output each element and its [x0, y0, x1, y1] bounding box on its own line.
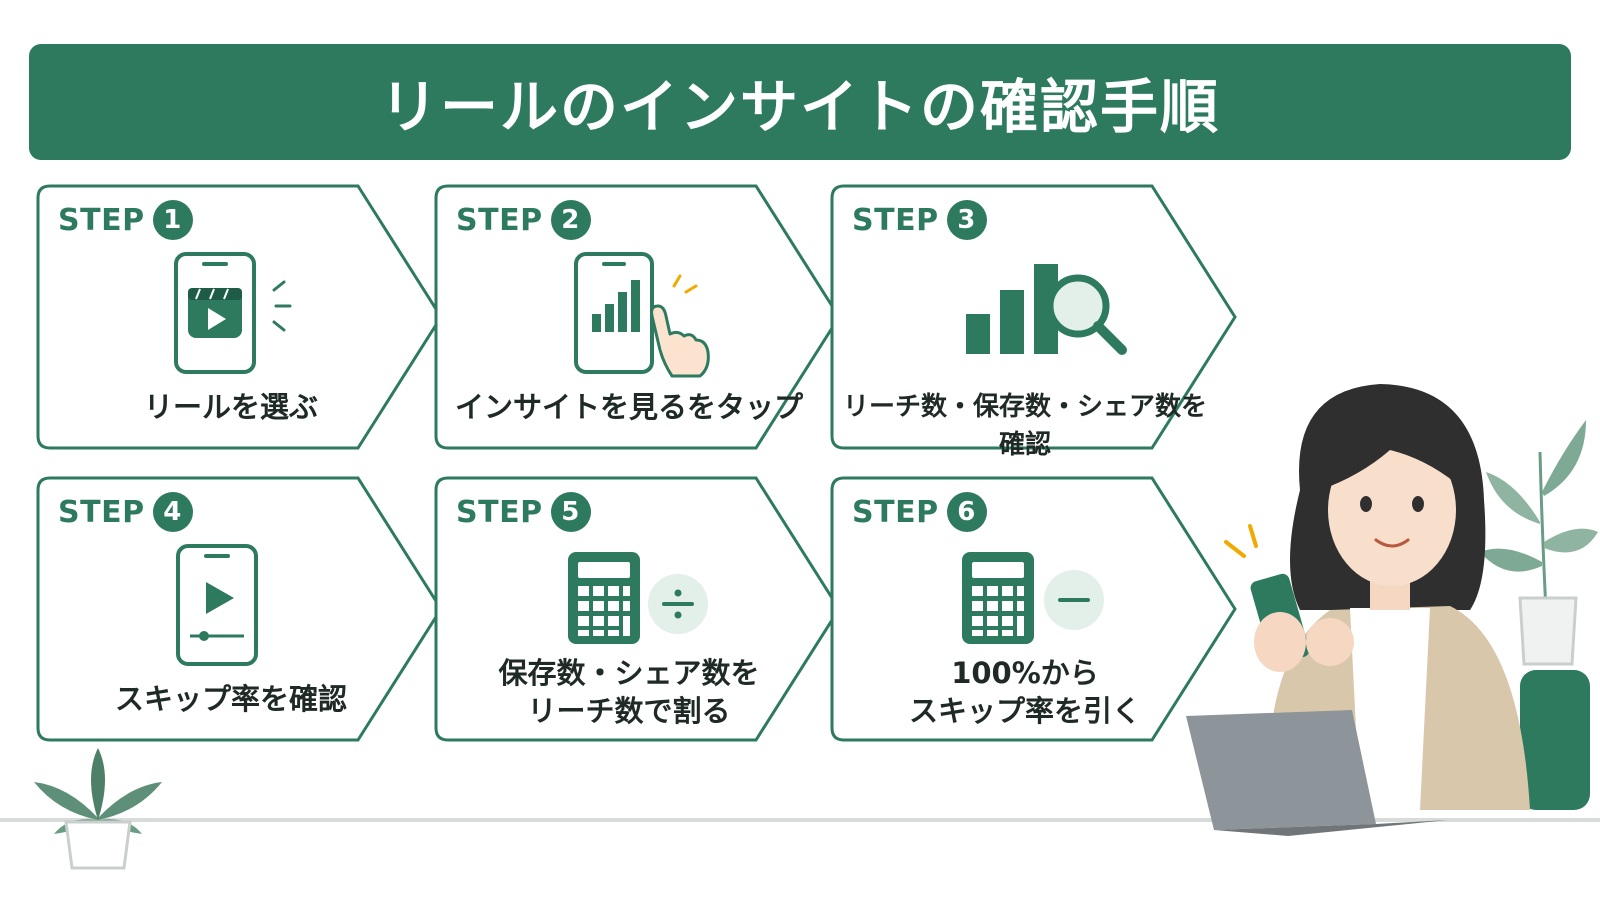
step-description-line: スキップ率を引く	[908, 694, 1141, 728]
step-number-badge: 3	[946, 200, 987, 240]
step-prefix: STEP	[456, 494, 543, 530]
step-label: STEP 3	[852, 200, 987, 240]
title-banner: リールのインサイトの確認手順	[29, 44, 1571, 160]
step-prefix: STEP	[456, 202, 543, 238]
step-label: STEP 5	[456, 492, 591, 532]
page-title: リールのインサイトの確認手順	[379, 73, 1220, 141]
step-number-badge: 5	[550, 492, 591, 532]
step-label: STEP 6	[852, 492, 987, 532]
step-description: 保存数・シェア数を リーチ数で割る	[444, 654, 814, 730]
step-description: 100%から スキップ率を引く	[840, 654, 1210, 730]
phone-reel-icon	[174, 252, 292, 374]
calculator-divide-icon	[568, 552, 708, 644]
step-card-shape	[830, 184, 1237, 450]
step-number-badge: 2	[550, 200, 591, 240]
step-description-line: インサイトを見るをタップ	[454, 390, 803, 424]
calculator-minus-icon	[962, 552, 1104, 644]
step-description: インサイトを見るをタップ	[444, 388, 814, 426]
step-label: STEP 2	[456, 200, 591, 240]
woman-with-phone-illustration	[1186, 384, 1590, 836]
step-description-line: 保存数・シェア数を	[498, 656, 760, 690]
floor-line	[0, 818, 1600, 822]
bar-chart-magnifier-icon	[966, 264, 1127, 355]
step-prefix: STEP	[852, 494, 939, 530]
step-description-line: リールを選ぶ	[143, 390, 318, 424]
step-card-2: STEP 2 インサイトを見るをタップ	[434, 184, 846, 450]
step-prefix: STEP	[58, 494, 145, 530]
step-card-3: STEP 3 リーチ数・保存数・シェア数を確認	[830, 184, 1242, 460]
step-description: リールを選ぶ	[46, 388, 416, 426]
step-prefix: STEP	[852, 202, 939, 238]
step-number-badge: 1	[152, 200, 193, 240]
step-description-line: スキップ率を確認	[114, 682, 347, 716]
step-number-badge: 4	[152, 492, 193, 532]
phone-play-icon	[176, 544, 258, 666]
step-description-line: 100%から	[951, 656, 1099, 690]
step-number-badge: 6	[946, 492, 987, 532]
step-prefix: STEP	[58, 202, 145, 238]
step-description: リーチ数・保存数・シェア数を確認	[840, 388, 1210, 464]
step-card-6: STEP 6 100%から スキップ率を引く	[830, 476, 1242, 742]
step-label: STEP 4	[58, 492, 193, 532]
phone-tap-chart-icon	[574, 252, 710, 378]
step-description: スキップ率を確認	[46, 680, 416, 718]
step-card-1: STEP 1 リールを選ぶ	[36, 184, 448, 450]
potted-plant-icon	[34, 748, 162, 870]
step-label: STEP 1	[58, 200, 193, 240]
step-description-line: リーチ数・保存数・シェア数を確認	[842, 392, 1207, 460]
potted-plant-icon	[1480, 420, 1598, 666]
step-card-4: STEP 4 スキップ率を確認	[36, 476, 448, 742]
step-description-line: リーチ数で割る	[527, 694, 731, 728]
step-card-5: STEP 5 保存数・シェア数を リーチ数で割る	[434, 476, 846, 742]
